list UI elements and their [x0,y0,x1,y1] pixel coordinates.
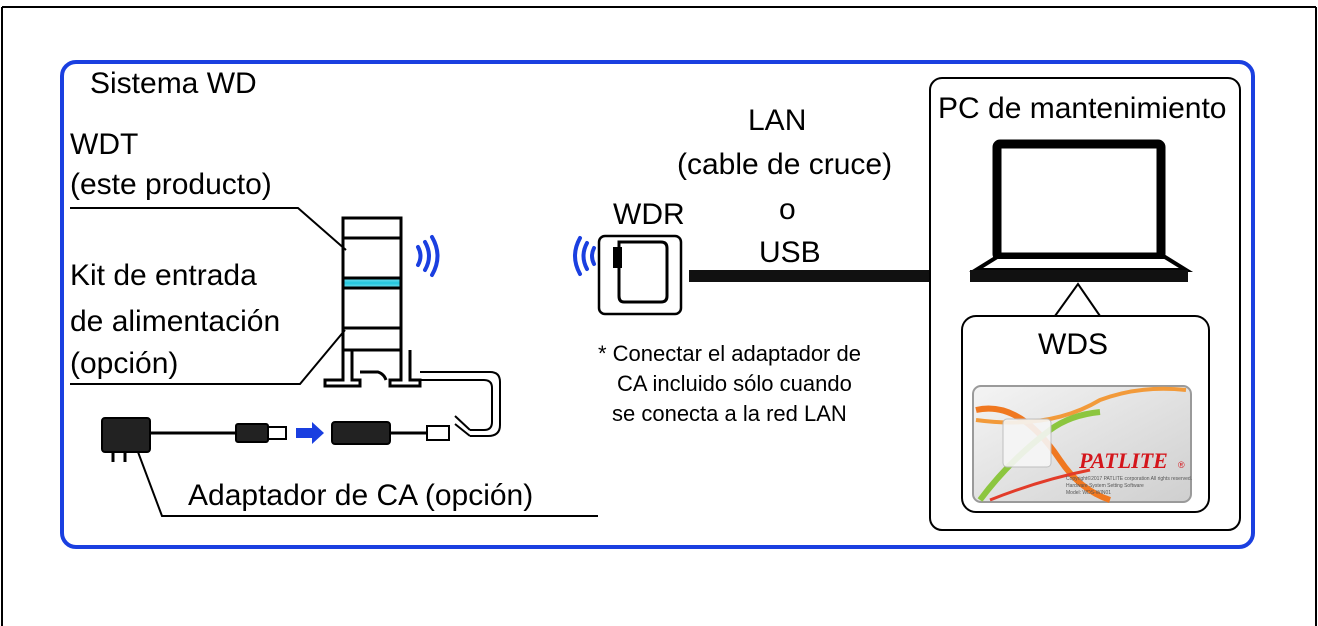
wds-software-package: PATLITE ® Copyright©2017 PATLITE corpora… [972,385,1192,503]
wdt-signal-tower [341,216,403,352]
wdr-wireless-icon [573,236,596,276]
note-line1: * Conectar el adaptador de [598,341,861,366]
patlite-brand: PATLITE [1078,448,1168,473]
connection-line3: o [779,193,796,226]
wdr-receiver [597,234,683,316]
ac-adapter-label: Adaptador de CA (opción) [188,479,533,512]
pc-label: PC de mantenimiento [938,92,1227,125]
wds-leader-line [1054,282,1101,317]
lan-usb-cable [689,270,967,282]
wds-fine-print-3: Model: WDS-WIN01 [1066,490,1111,496]
power-kit-label-line1: Kit de entrada [70,259,257,292]
ac-adapter-leader-line [137,451,598,517]
power-input-kit [323,350,422,388]
kit-connector-jack [331,421,391,445]
power-kit-label-line3: (opción) [70,347,178,380]
power-kit-leader-line [70,329,346,385]
wdt-leader-line [70,207,347,251]
wdt-wireless-icon [416,235,440,277]
laptop-icon [968,139,1194,282]
system-border [60,60,1255,549]
wds-label: WDS [1038,328,1108,361]
wdr-label: WDR [613,198,685,231]
system-title: Sistema WD [90,67,257,100]
wdt-label-line2: (este producto) [70,168,272,201]
wds-fine-print-1: Copyright©2017 PATLITE corporation All r… [1066,475,1192,482]
connection-line1: LAN [748,104,806,137]
connection-line2: (cable de cruce) [677,148,892,181]
patlite-brand-mark: ® [1178,460,1185,470]
power-kit-cable [420,371,501,437]
kit-connector-plug [426,425,450,441]
power-kit-label-line2: de alimentación [70,305,280,338]
connect-arrow-icon [296,422,324,444]
wdt-label-line1: WDT [70,128,138,161]
connection-line4: USB [759,236,821,269]
note-line3: se conecta a la red LAN [612,401,847,426]
note-line2: CA incluido sólo cuando [617,371,852,396]
wds-fine-print-2: Hardware System Setting Software [1066,483,1144,489]
ac-adapter [101,417,287,462]
